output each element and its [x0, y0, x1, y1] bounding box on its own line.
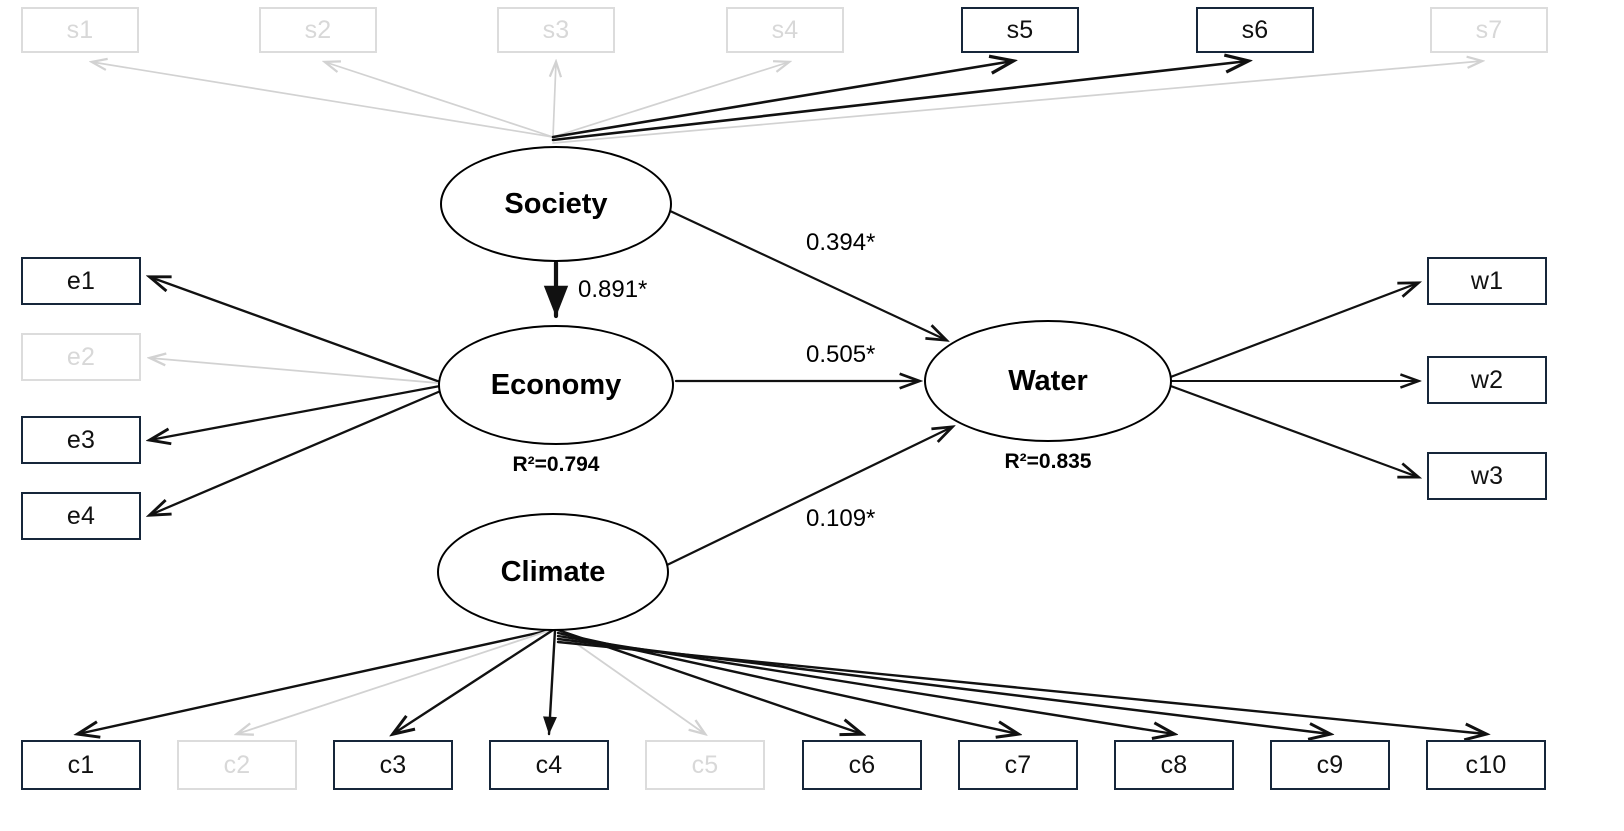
- water-indicator-edges: [1166, 283, 1418, 477]
- edge-society-s7: [552, 61, 1482, 144]
- latent-node-society[interactable]: Society: [440, 146, 672, 262]
- edge-economy-e2: [150, 358, 439, 384]
- indicator-box-w3[interactable]: w3: [1427, 452, 1547, 500]
- edge-economy-e1: [150, 277, 442, 384]
- edge-climate-c1: [78, 628, 553, 734]
- indicator-box-s3[interactable]: s3: [497, 7, 615, 53]
- edge-society-s2: [325, 62, 554, 138]
- indicator-box-e2[interactable]: e2: [21, 333, 141, 381]
- edge-climate-c4: [543, 628, 557, 736]
- climate-indicator-edges: [78, 628, 1486, 736]
- path-climate-water: [665, 427, 952, 567]
- indicator-box-c1[interactable]: c1: [21, 740, 141, 790]
- edge-society-s5: [551, 61, 1013, 139]
- indicator-box-c7[interactable]: c7: [958, 740, 1078, 790]
- indicator-box-c8[interactable]: c8: [1114, 740, 1234, 790]
- indicator-box-c6[interactable]: c6: [802, 740, 922, 790]
- indicator-box-c10[interactable]: c10: [1426, 740, 1546, 790]
- indicator-box-w1[interactable]: w1: [1427, 257, 1547, 305]
- indicator-box-s2[interactable]: s2: [259, 7, 377, 53]
- economy-indicator-edges: [150, 277, 445, 515]
- indicator-box-s7[interactable]: s7: [1430, 7, 1548, 53]
- indicator-box-s6[interactable]: s6: [1196, 7, 1314, 53]
- r-squared-label-economy: R²=0.794: [512, 453, 600, 476]
- edge-society-s1: [92, 62, 554, 138]
- indicator-box-s5[interactable]: s5: [961, 7, 1079, 53]
- edge-economy-e3: [150, 384, 442, 440]
- edge-climate-c2: [237, 629, 552, 734]
- indicator-box-c4[interactable]: c4: [489, 740, 609, 790]
- path-coefficient-society-economy: 0.891*: [578, 276, 648, 303]
- edge-climate-c3: [393, 628, 555, 734]
- indicator-box-s1[interactable]: s1: [21, 7, 139, 53]
- path-coefficient-economy-water: 0.505*: [806, 341, 876, 368]
- edge-water-w1: [1166, 283, 1418, 380]
- indicator-box-e3[interactable]: e3: [21, 416, 141, 464]
- society-indicator-edges: [92, 61, 1482, 144]
- path-coefficient-society-water: 0.394*: [806, 229, 876, 256]
- edge-economy-e4: [150, 388, 445, 515]
- edge-society-s6: [551, 61, 1248, 142]
- indicator-box-c3[interactable]: c3: [333, 740, 453, 790]
- edge-water-w3: [1166, 383, 1418, 477]
- structural-path-edges: [543, 208, 952, 567]
- indicator-box-c2[interactable]: c2: [177, 740, 297, 790]
- indicator-box-w2[interactable]: w2: [1427, 356, 1547, 404]
- path-society-water: [666, 208, 946, 340]
- indicator-box-c5[interactable]: c5: [645, 740, 765, 790]
- edge-society-s4: [552, 62, 789, 138]
- edge-climate-c5: [556, 629, 705, 734]
- indicator-box-c9[interactable]: c9: [1270, 740, 1390, 790]
- r-squared-label-water: R²=0.835: [1004, 450, 1092, 473]
- latent-node-economy[interactable]: Economy: [438, 325, 674, 445]
- path-coefficient-climate-water: 0.109*: [806, 505, 876, 532]
- latent-node-water[interactable]: Water: [924, 320, 1172, 442]
- edge-society-s3: [553, 62, 556, 138]
- indicator-box-s4[interactable]: s4: [726, 7, 844, 53]
- indicator-box-e4[interactable]: e4: [21, 492, 141, 540]
- latent-node-climate[interactable]: Climate: [437, 513, 669, 631]
- indicator-box-e1[interactable]: e1: [21, 257, 141, 305]
- edge-climate-c10: [556, 640, 1486, 734]
